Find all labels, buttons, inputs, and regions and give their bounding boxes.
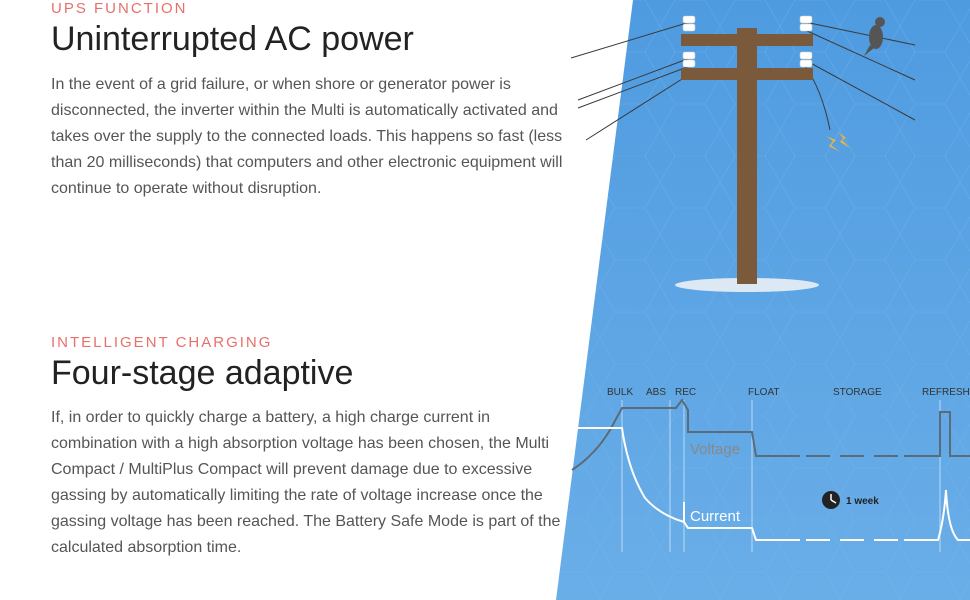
charging-title: Four-stage adaptive xyxy=(51,354,354,392)
bird-icon xyxy=(864,17,885,56)
stage-label-bulk: BULK xyxy=(607,387,633,398)
ups-title: Uninterrupted AC power xyxy=(51,20,414,58)
intelligent-charging-section: INTELLIGENT CHARGING Four-stage adaptive… xyxy=(51,334,571,561)
voltage-label: Voltage xyxy=(690,441,740,458)
stage-label-abs: ABS xyxy=(646,387,666,398)
clock-icon xyxy=(822,491,840,509)
ups-kicker: UPS FUNCTION xyxy=(51,0,188,17)
lightning-spark-icon xyxy=(826,132,850,152)
charging-kicker: INTELLIGENT CHARGING xyxy=(51,334,273,351)
ups-function-section: UPS FUNCTION Uninterrupted AC power In t… xyxy=(51,0,571,202)
duration-label: 1 week xyxy=(846,496,879,507)
charging-body: If, in order to quickly charge a battery… xyxy=(51,409,561,556)
stage-label-rec: REC xyxy=(675,387,696,398)
ups-body: In the event of a grid failure, or when … xyxy=(51,76,563,197)
current-label: Current xyxy=(690,508,741,525)
stage-label-refresh: REFRESH xyxy=(922,387,970,398)
stage-label-float: FLOAT xyxy=(748,387,779,398)
charging-chart: BULK ABS REC FLOAT STORAGE REFRESH Volta… xyxy=(571,387,970,552)
utility-pole-illustration xyxy=(570,15,916,292)
stage-label-storage: STORAGE xyxy=(833,387,882,398)
